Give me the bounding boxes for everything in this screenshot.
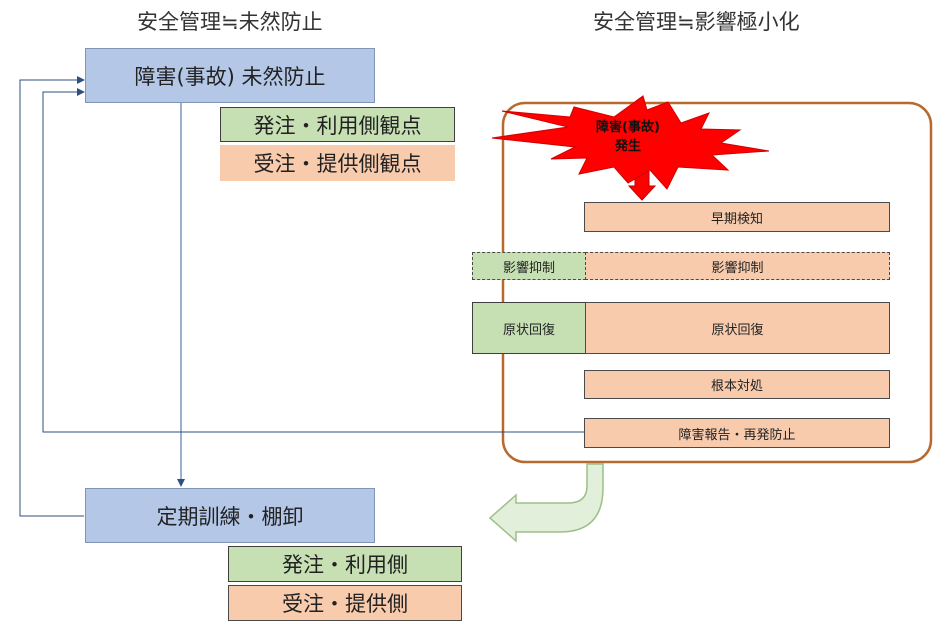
incident-burst-icon: [491, 95, 770, 190]
report-loop-connector: [42, 88, 584, 433]
training-orderer-box: 発注・利用側: [228, 546, 462, 582]
impact-control-contractor-box: 影響抑制: [585, 252, 890, 280]
u-turn-arrow: [488, 463, 604, 543]
training-contractor-box: 受注・提供側: [228, 585, 462, 621]
incident-label-line1: 障害(事故): [596, 120, 660, 135]
prevention-orderer-box: 発注・利用側観点: [220, 107, 455, 142]
recovery-orderer-box: 原状回復: [472, 302, 586, 354]
early-detection-box: 早期検知: [584, 202, 890, 232]
root-cause-box: 根本対処: [584, 370, 890, 399]
training-loop-connector: [19, 76, 85, 517]
prevention-contractor-box: 受注・提供側観点: [220, 145, 455, 181]
report-prevention-box: 障害報告・再発防止: [584, 418, 890, 448]
incident-label: 障害(事故) 発生: [578, 118, 678, 156]
prevention-box: 障害(事故) 未然防止: [85, 48, 375, 103]
training-box: 定期訓練・棚卸: [85, 488, 375, 543]
impact-frame: [501, 101, 933, 464]
heading-impact-minimization: 安全管理≒影響極小化: [593, 10, 800, 34]
impact-control-orderer-box: 影響抑制: [472, 252, 586, 280]
recovery-contractor-box: 原状回復: [585, 302, 890, 354]
heading-prevention: 安全管理≒未然防止: [137, 10, 323, 34]
incident-label-line2: 発生: [614, 139, 641, 154]
